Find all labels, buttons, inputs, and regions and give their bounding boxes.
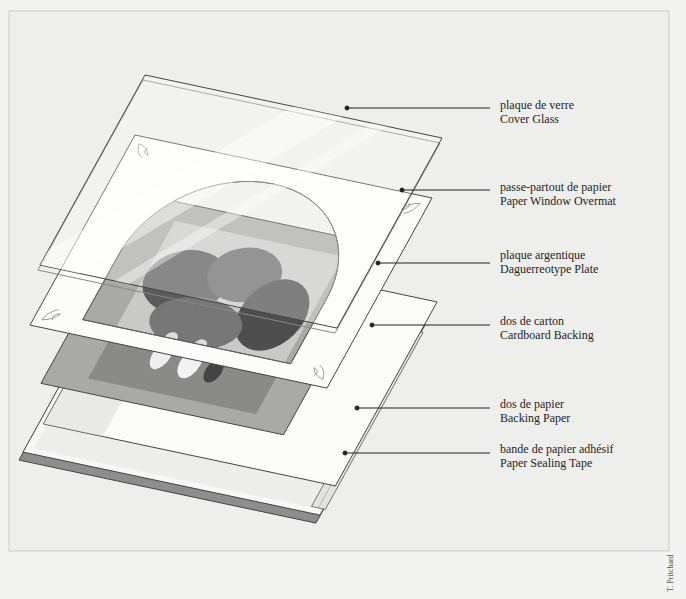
part-name-en: Backing Paper (500, 411, 570, 425)
part-name-en: Paper Sealing Tape (500, 456, 592, 470)
part-name-en: Cover Glass (500, 112, 559, 126)
part-name-en: Cardboard Backing (500, 328, 594, 342)
part-name-fr: dos de papier (500, 397, 564, 411)
part-name-en: Paper Window Overmat (500, 194, 616, 208)
part-name-fr: plaque de verre (500, 98, 574, 112)
part-name-fr: dos de carton (500, 314, 564, 328)
part-name-en: Daguerreotype Plate (500, 262, 598, 276)
part-name-fr: plaque argentique (500, 248, 585, 262)
artist-signature: T. Pritchard (664, 554, 678, 592)
part-name-fr: bande de papier adhésif (500, 442, 614, 456)
part-name-fr: passe-partout de papier (500, 180, 611, 194)
